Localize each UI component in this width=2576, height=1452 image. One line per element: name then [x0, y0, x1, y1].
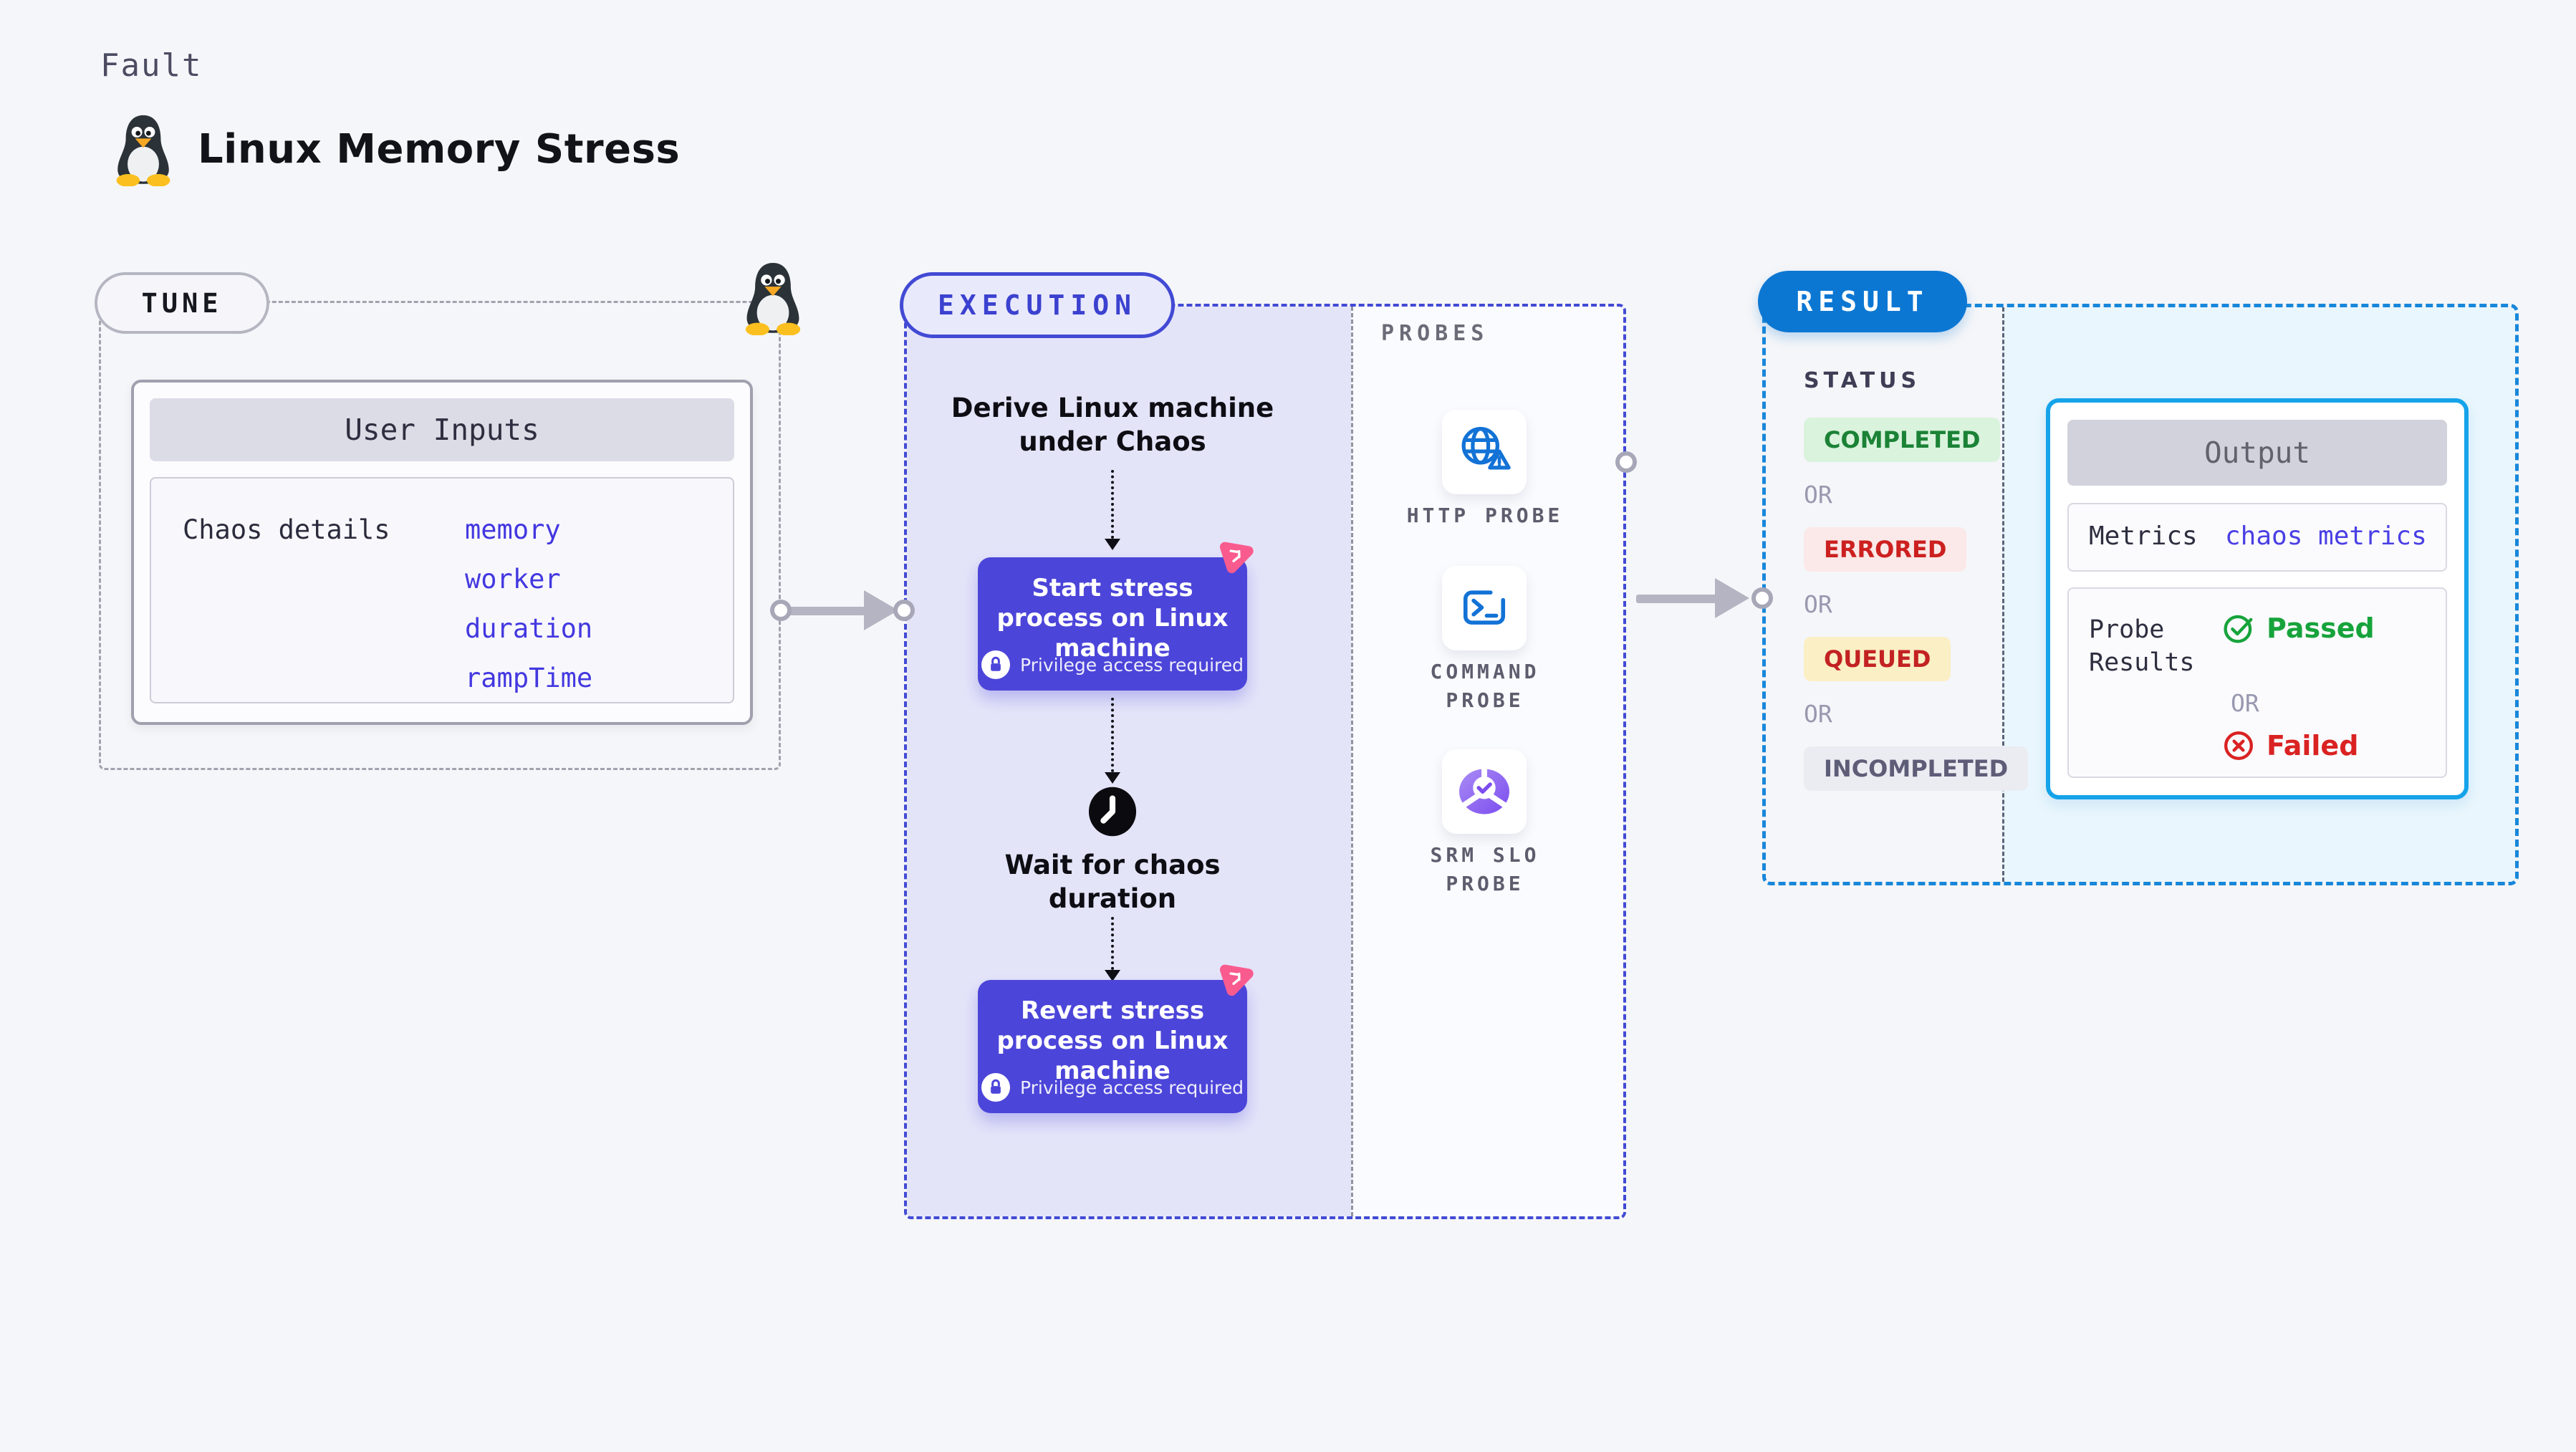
- command-probe-card: [1442, 566, 1527, 650]
- connector-node: [1615, 451, 1637, 473]
- tune-pill: TUNE: [95, 272, 269, 334]
- http-probe-card: [1442, 410, 1527, 494]
- probes-section-label: PROBES: [1381, 321, 1489, 346]
- execution-to-result-arrow-head: [1715, 578, 1749, 618]
- chaos-details-label: Chaos details: [183, 514, 390, 545]
- status-badge-queued: QUEUED: [1804, 637, 1951, 681]
- clock-icon: [1088, 787, 1137, 837]
- privilege-row: Privilege access required: [978, 1073, 1247, 1102]
- field-value-memory: memory: [465, 514, 561, 545]
- status-badge-completed: COMPLETED: [1804, 418, 2001, 462]
- flow-arrow-head: [1105, 970, 1120, 981]
- output-header: Output: [2067, 420, 2447, 486]
- flow-arrow: [1111, 470, 1114, 539]
- field-value-ramptime: rampTime: [465, 663, 593, 693]
- revert-stress-node: Revert stress process on Linux machine P…: [978, 980, 1247, 1113]
- start-stress-node: Start stress process on Linux machine Pr…: [978, 557, 1247, 691]
- slo-donut-check-icon: [1459, 766, 1509, 814]
- output-card: Output Metrics chaos metrics Probe Resul…: [2046, 398, 2469, 799]
- http-probe-label: HTTP PROBE: [1406, 504, 1564, 527]
- status-column: STATUS COMPLETED OR ERRORED OR QUEUED OR…: [1804, 368, 2029, 809]
- execution-probes-divider: [1351, 307, 1353, 1216]
- wait-step-text: Wait for chaos duration: [1004, 850, 1221, 914]
- connector-node: [1751, 587, 1773, 609]
- result-pill: RESULT: [1758, 271, 1967, 332]
- passed-label: Passed: [2267, 612, 2375, 644]
- srm-slo-probe-label: SRM SLO PROBE: [1430, 843, 1540, 895]
- or-separator: OR: [1804, 481, 1832, 509]
- linux-tux-icon: [116, 115, 170, 186]
- status-badge-errored: ERRORED: [1804, 527, 1967, 572]
- failed-result: Failed: [2222, 729, 2358, 762]
- or-separator: OR: [1804, 590, 1832, 618]
- lock-icon: [981, 1073, 1010, 1102]
- or-separator: OR: [2231, 689, 2259, 717]
- command-probe-label: COMMAND PROBE: [1430, 660, 1540, 712]
- status-badge-incompleted: INCOMPLETED: [1804, 746, 2029, 791]
- probe-results-row: Probe Results Passed OR Failed: [2067, 587, 2447, 778]
- tune-to-execution-arrow-head: [864, 590, 898, 630]
- status-label: STATUS: [1804, 368, 1921, 393]
- terminal-icon: [1463, 590, 1506, 625]
- start-stress-text: Start stress process on Linux machine: [996, 574, 1229, 663]
- check-circle-icon: [2224, 615, 2253, 643]
- chaos-badge-icon: [1219, 964, 1254, 996]
- or-separator: OR: [1804, 700, 1832, 728]
- field-value-worker: worker: [465, 564, 561, 595]
- tune-section-box: [99, 301, 781, 770]
- user-inputs-header: User Inputs: [150, 398, 734, 461]
- tune-to-execution-arrow-line: [782, 607, 865, 615]
- lock-icon: [981, 650, 1010, 679]
- failed-label: Failed: [2267, 730, 2359, 761]
- metrics-value: chaos metrics: [2225, 521, 2427, 551]
- user-inputs-card: User Inputs Chaos details memory worker …: [131, 380, 753, 725]
- fault-kicker: Fault: [100, 47, 203, 84]
- metrics-row: Metrics chaos metrics: [2067, 503, 2447, 572]
- page-title: Linux Memory Stress: [198, 126, 681, 173]
- privilege-row: Privilege access required: [978, 650, 1247, 679]
- chaos-badge-icon: [1219, 542, 1254, 574]
- passed-result: Passed: [2222, 612, 2375, 645]
- linux-tux-icon: [745, 262, 801, 335]
- privilege-note: Privilege access required: [1019, 1077, 1244, 1098]
- metrics-label: Metrics: [2089, 521, 2198, 551]
- connector-node: [893, 600, 915, 621]
- derive-step-text: Derive Linux machine under Chaos: [951, 393, 1274, 457]
- connector-node: [770, 600, 792, 621]
- chaos-details-field: Chaos details memory worker duration ram…: [150, 477, 734, 703]
- probe-results-label: Probe Results: [2089, 615, 2195, 677]
- x-circle-icon: [2224, 731, 2254, 761]
- execution-to-result-arrow-line: [1636, 595, 1716, 603]
- globe-alert-icon: [1461, 427, 1511, 470]
- execution-pill: EXECUTION: [900, 272, 1175, 338]
- flow-arrow: [1111, 698, 1114, 772]
- srm-slo-probe-card: [1442, 749, 1527, 834]
- privilege-note: Privilege access required: [1019, 654, 1244, 675]
- field-value-duration: duration: [465, 613, 593, 644]
- flow-arrow: [1111, 917, 1114, 970]
- flow-arrow-head: [1105, 539, 1120, 550]
- flow-arrow-head: [1105, 772, 1120, 784]
- status-output-divider: [2002, 307, 2004, 882]
- revert-stress-text: Revert stress process on Linux machine: [996, 996, 1229, 1085]
